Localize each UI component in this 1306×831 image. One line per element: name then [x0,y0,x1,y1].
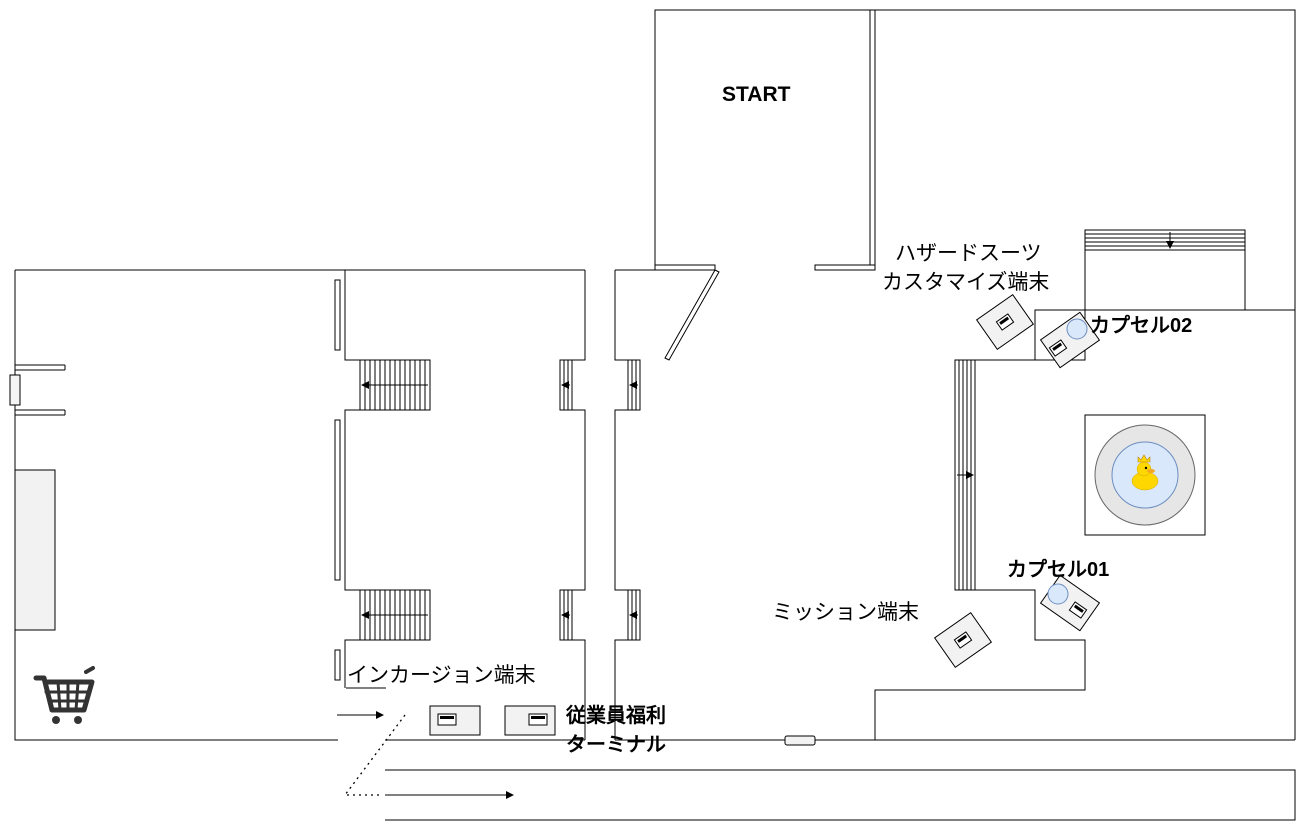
capsule-01-pod [1047,583,1069,605]
capsule02-label: カプセル02 [1090,315,1193,337]
welfare-terminal-label-line2: ターミナル [566,734,666,756]
shop-counter [14,469,56,631]
stairs [559,589,573,641]
welfare-terminal-label-line1: 従業員福利 [566,705,666,727]
start-label: START [722,83,791,106]
bottom-corridor [385,769,1296,821]
hazard-terminal-label-line2: カスタマイズ端末 [882,271,1050,294]
stairs [954,359,976,591]
rubber-duck-with-crown-icon [1131,454,1159,491]
dotted-path [343,714,406,796]
stairs [359,589,431,641]
wall-panel [334,419,341,581]
left-door [9,374,21,406]
mission-terminal-label: ミッション端末 [772,601,919,624]
capsule-01[interactable] [1039,574,1101,632]
stairs [627,589,641,641]
terminal-console-icon [1068,601,1088,619]
stairs [627,359,641,411]
left-building [14,269,345,741]
hazard-suit-terminal[interactable] [975,293,1035,351]
wall-panel [334,279,341,351]
mission-terminal[interactable] [933,611,993,669]
incarsion-terminal-label: インカージョン端末 [347,664,536,687]
hazard-terminal-label-line1: ハザードスーツ [895,242,1042,265]
door-sill-right [814,264,876,271]
stairs [1084,229,1246,251]
start-room-divider [869,9,876,271]
terminal-console-icon [1048,339,1068,357]
stairs [359,359,431,411]
bottom-door [784,735,816,746]
wall-panel [334,649,341,681]
start-room-walls [654,9,871,271]
stairs [559,359,573,411]
right-hall-walls [385,9,1296,741]
door-sill-left [654,264,716,271]
welfare-terminal-b[interactable] [504,705,556,736]
swing-door [664,269,720,361]
shopping-cart-icon [33,666,95,724]
capsule01-label: カプセル01 [1007,559,1110,581]
capsule-02-pod [1066,318,1088,340]
welfare-terminal-a[interactable] [429,705,481,736]
